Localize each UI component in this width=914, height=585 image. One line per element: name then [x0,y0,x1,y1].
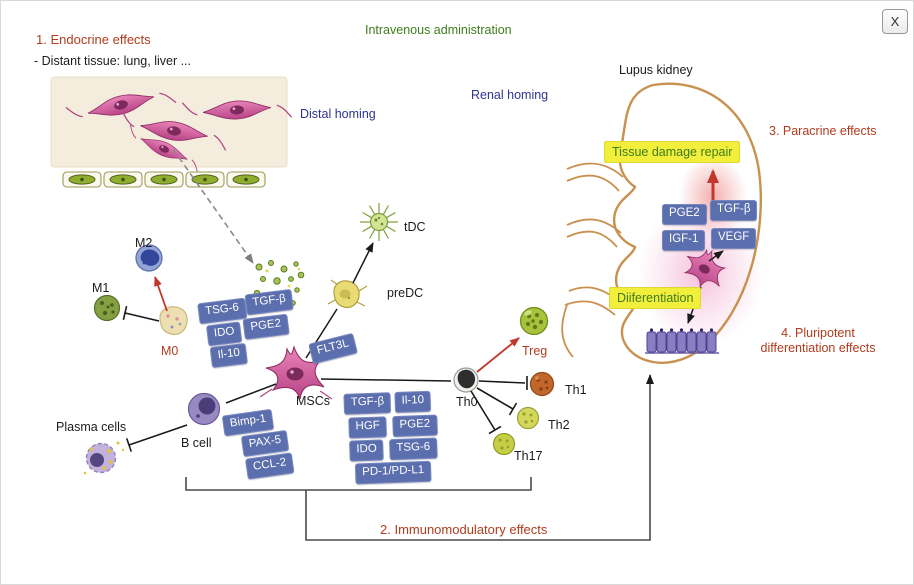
distant-tissue-label: - Distant tissue: lung, liver ... [34,54,192,68]
tissue-damage-repair-box: Tissue damage repair [604,141,741,163]
kidney-factor-group: PGE2 TGF-β IGF-1 VEGF [658,200,768,255]
intravenous-administration-label: Intravenous administration [365,23,512,37]
factor-tgfb-kidney: TGF-β [710,200,758,221]
factor-tsg6-t: TSG-6 [389,437,438,460]
m1-label: M1 [92,281,110,295]
m0-cell [159,306,188,336]
m1-cell [93,294,121,322]
th0-to-treg-arrow [476,337,520,373]
pluripotent-line2: differentiation effects [760,341,876,355]
treg-cell [519,306,549,336]
renal-vessels [561,162,624,358]
msc-to-factors-arrow [708,250,724,262]
treg-label: Treg [522,344,548,358]
factor-pge2-kidney: PGE2 [662,204,707,225]
distal-homing-label: Distal homing [300,107,376,121]
bcell-factor-group: Bimp-1 PAX-5 CCL-2 [215,401,314,485]
macrophage-factor-group: TSG-6 TGF-β IDO PGE2 Il-10 [193,287,311,376]
predc-label: preDC [387,286,424,300]
m0-inhibits-m1 [122,306,160,322]
factor-hgf-t: HGF [348,416,388,439]
th1-cell [529,371,555,397]
factor-ido-mac: IDO [205,321,243,346]
factor-tgfb-t: TGF-β [343,392,392,415]
pluripotent-effects-label: 4. Pluripotent differentiation effects [738,326,898,356]
m2-label: M2 [135,236,153,250]
distal-homing-arrow [172,148,254,264]
msc-to-bcell-line [225,383,277,404]
m0-label: M0 [161,344,179,358]
pluripotent-line1: 4. Pluripotent [781,326,855,340]
factor-tgfb-mac: TGF-β [244,288,295,315]
endothelium-row [62,171,266,188]
plasma-cells-label: Plasma cells [56,420,127,434]
th17-label: Th17 [514,449,543,463]
close-button[interactable]: X [882,9,908,34]
renal-epithelium-cells [645,328,719,354]
b-cell [187,392,221,426]
tdc-cell [360,203,398,241]
factor-il10-mac: Il-10 [209,342,249,368]
factor-il10-t: Il-10 [394,390,432,413]
factor-ccl2: CCL-2 [245,452,295,480]
renal-homing-label: Renal homing [471,88,549,102]
th0-inhibits-th17 [470,390,502,435]
immunomodulatory-effects-label: 2. Immunomodulatory effects [380,522,548,537]
factor-vegf-kidney: VEGF [711,228,757,249]
m2-cell [135,244,163,272]
th0-inhibits-th2 [476,387,518,416]
factor-ido-t: IDO [349,439,385,462]
differentiation-box: Diiferentiation [609,287,702,309]
factor-igf1-kidney: IGF-1 [662,230,706,251]
th17-cell [492,432,516,456]
msc-cell-in-kidney [683,248,727,288]
predc-to-tdc-arrow [352,242,374,284]
paracrine-effects-label: 3. Paracrine effects [769,124,877,138]
factor-pge2-mac: PGE2 [242,313,290,340]
bcell-inhibits-plasma [125,424,188,452]
factor-pd1-pdl1: PD-1/PD-L1 [354,460,432,484]
th1-label: Th1 [565,383,587,397]
th2-label: Th2 [548,418,570,432]
msc-to-th0-line [320,378,452,382]
immunomodulatory-bracket [185,374,654,541]
factor-tsg6-mac: TSG-6 [197,297,248,324]
distant-tissue-panel [50,76,293,174]
endocrine-effects-label: 1. Endocrine effects [36,32,151,47]
th0-label: Th0 [456,395,478,409]
th0-inhibits-th1 [478,376,528,390]
b-cell-label: B cell [181,436,212,450]
plasma-cell [83,441,125,475]
predc-cell [327,279,368,309]
lupus-kidney-label: Lupus kidney [619,63,693,77]
tcell-factor-group: TGF-β Il-10 HGF PGE2 IDO TSG-6 PD-1/PD-L… [339,388,452,488]
m0-to-m2-arrow [154,276,168,312]
mscs-label: MSCs [296,394,331,408]
th0-cell [453,367,479,393]
factor-pge2-t: PGE2 [392,414,438,437]
msc-cell [259,344,333,400]
tdc-label: tDC [404,220,426,234]
th2-cell [516,406,540,430]
